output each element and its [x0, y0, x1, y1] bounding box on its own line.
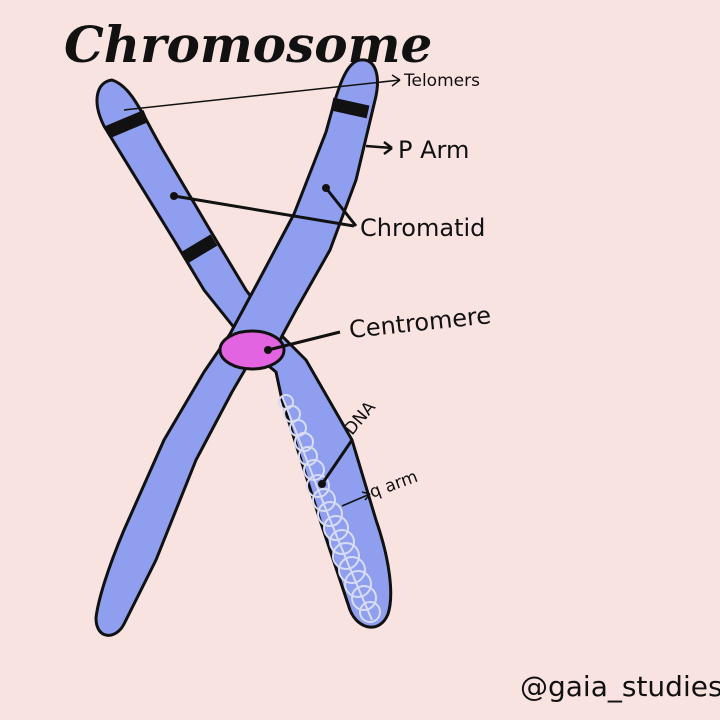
label-centromere: Centromere	[348, 301, 493, 344]
label-q-arm: q arm	[367, 467, 421, 503]
dna-coil	[278, 394, 381, 623]
pointer-lines	[123, 74, 401, 507]
telomere-band-left	[105, 110, 149, 138]
pointer-dots	[170, 184, 330, 488]
label-chromatid: Chromatid	[360, 214, 485, 242]
diagram-title: Chromosome	[64, 15, 432, 74]
label-p-arm: P Arm	[398, 136, 469, 164]
label-telomers: Telomers	[403, 71, 480, 91]
band-left-lower	[180, 234, 218, 264]
author-credit: @gaia_studies	[520, 670, 720, 703]
telomere-band-right	[330, 97, 370, 119]
centromere	[218, 329, 286, 371]
